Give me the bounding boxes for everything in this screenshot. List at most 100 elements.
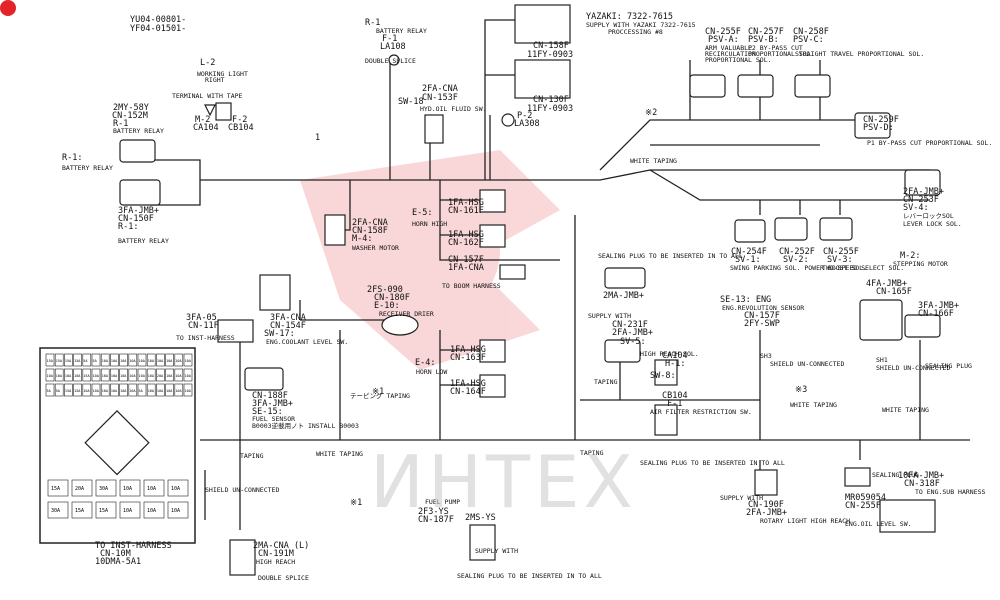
fuse-cell-lower bbox=[167, 501, 189, 519]
label-p2-bypass: P2 BY-PASS CUT bbox=[748, 44, 803, 52]
label-p1-bypass: P1 BY-PASS CUT PROPORTIONAL SOL. bbox=[867, 139, 992, 147]
label-sw8: SW-8: bbox=[650, 371, 676, 381]
label-swing-parking: SWING PARKING SOL. POWER BOOST SOL. bbox=[730, 264, 867, 272]
label-psv-c: PSV-C: bbox=[793, 35, 824, 45]
label-hyd-oil: HYD.OIL FLUID SW. bbox=[420, 105, 487, 113]
label-sealing-plug-e: SEALING PLUG bbox=[872, 471, 919, 479]
label-cn254f: CN-254F bbox=[731, 247, 767, 257]
label-cb104a: CB104 bbox=[228, 123, 254, 133]
fuse-cell bbox=[146, 368, 156, 382]
label-fa3-cna: 3FA-CNA bbox=[270, 313, 306, 323]
fuse-rating: 10A bbox=[166, 374, 173, 378]
fuse-cell bbox=[165, 353, 174, 367]
label-ca104a: CA104 bbox=[193, 123, 219, 133]
label-p2: P-2 bbox=[517, 111, 532, 121]
label-cn187f: CN-187F bbox=[418, 515, 454, 525]
label-coolant: ENG.COOLANT LEVEL SW. bbox=[266, 338, 348, 346]
label-washer-motor: WASHER MOTOR bbox=[352, 244, 399, 252]
label-fa2-jmb-b: 2FA-JMB+ bbox=[612, 328, 653, 338]
label-fa2-jmb-c: 2FA-JMB+ bbox=[746, 508, 787, 518]
fuse-cell bbox=[73, 368, 82, 382]
fuse-rating: 5A bbox=[83, 359, 88, 363]
label-shield-uncon-c: SHIELD UN-CONNECTED bbox=[205, 486, 279, 494]
label-supply-with-b: SUPPLY WITH bbox=[475, 547, 518, 555]
fuse-rating: 15A bbox=[74, 359, 81, 363]
fuse-cell bbox=[128, 383, 138, 397]
fuse-rating-lower: 10A bbox=[147, 486, 156, 492]
label-prop-sol-a: PROPORTIONAL SOL. bbox=[705, 56, 772, 64]
label-double-splice-b: DOUBLE SPLICE bbox=[258, 574, 309, 582]
fuse-rating-lower: 10A bbox=[171, 486, 180, 492]
label-high-reach-b: HIGH REACH bbox=[256, 558, 295, 566]
label-cn165f: CN-165F bbox=[876, 287, 912, 297]
fuse-rating: 10A bbox=[120, 374, 127, 378]
fuse-cell bbox=[73, 383, 82, 397]
label-two-speed: TWO-SPEED SELECT SOL. bbox=[822, 264, 904, 272]
label-cn252f: CN-252F bbox=[779, 247, 815, 257]
fuse-rating: 5A bbox=[139, 389, 144, 393]
label-f2: F-2 bbox=[232, 115, 247, 125]
label-fa1-162: 1FA-HSG bbox=[448, 230, 484, 240]
fuse-rating-lower: 10A bbox=[171, 508, 180, 514]
fuse-rating: 10A bbox=[185, 389, 192, 393]
label-battery-relay-lower: BATTERY RELAY bbox=[118, 237, 169, 245]
fuse-cell bbox=[165, 383, 174, 397]
label-sealing-plug: SEALING PLUG TO BE INSERTED IN TO ALL bbox=[598, 252, 743, 260]
fuse-rating: 10A bbox=[111, 374, 118, 378]
label-arm-valuable: ARM VALUABLE bbox=[705, 44, 752, 52]
fuse-rating: 10A bbox=[102, 359, 109, 363]
fuse-cell bbox=[100, 353, 110, 367]
label-ref1a: ※1 bbox=[372, 387, 384, 397]
fuse-cell bbox=[165, 368, 174, 382]
fuse-rating: 10A bbox=[157, 389, 164, 393]
fuse-rating-lower: 15A bbox=[99, 508, 108, 514]
label-sw18: SW-18 bbox=[398, 97, 424, 107]
fuse-rating: 10A bbox=[185, 359, 192, 363]
label-psv-d: PSV-D: bbox=[863, 123, 894, 133]
label-fuel-pump: FUEL PUMP bbox=[425, 498, 460, 506]
label-fa4-jmb: 4FA-JMB+ bbox=[866, 279, 907, 289]
fuse-cell bbox=[119, 383, 128, 397]
label-fa1-164: 1FA-HSG bbox=[450, 379, 486, 389]
fuse-cell bbox=[91, 353, 101, 367]
fuse-cell bbox=[156, 383, 165, 397]
fuse-cell bbox=[54, 353, 64, 367]
label-cn163f: CN-163F bbox=[450, 353, 486, 363]
fuse-rating: 15A bbox=[74, 389, 81, 393]
label-cn259f: CN-259F bbox=[863, 115, 899, 125]
fuse-rating: 10A bbox=[129, 389, 136, 393]
fuse-cell bbox=[54, 383, 64, 397]
label-eng-rev: ENG.REVOLUTION SENSOR bbox=[722, 304, 804, 312]
fuse-rating: 10A bbox=[166, 359, 173, 363]
fuse-rating: 15A bbox=[65, 389, 72, 393]
label-fy0903a: 11FY-0903 bbox=[527, 50, 573, 60]
label-ca104b: CA104 bbox=[662, 351, 688, 361]
fuse-cell-lower bbox=[167, 479, 189, 497]
fuse-cell-lower bbox=[119, 479, 141, 497]
label-r1-left: R-1: bbox=[62, 153, 82, 163]
fuse-rating: 5A bbox=[56, 389, 61, 393]
corner-badge bbox=[0, 0, 16, 16]
label-white-taping-right: WHITE TAPING bbox=[882, 406, 929, 414]
label-ma2-cna: 2MA-CNA (L) bbox=[253, 541, 309, 551]
label-cn161f: CN-161F bbox=[448, 206, 484, 216]
fuse-rating: 10A bbox=[175, 359, 182, 363]
fuse-cell-lower bbox=[71, 479, 93, 497]
label-fuel-sensor: FUEL SENSOR bbox=[252, 415, 295, 423]
label-r1-mid: R-1 bbox=[113, 119, 128, 129]
label-cn154f: CN-154F bbox=[270, 321, 306, 331]
fuse-rating: 10A bbox=[65, 374, 72, 378]
fuse-rating: 10A bbox=[139, 359, 146, 363]
fuse-rating: 15A bbox=[83, 374, 90, 378]
label-cn130f: CN-130F bbox=[533, 95, 569, 105]
label-cn157f-b: CN-157F bbox=[744, 311, 780, 321]
fuse-rating: 10A bbox=[175, 374, 182, 378]
fuse-rating: 15A bbox=[56, 359, 63, 363]
label-fa2-cna-158: 2FA-CNA bbox=[352, 218, 388, 228]
fuse-cell bbox=[128, 353, 138, 367]
fuse-rating: 10A bbox=[93, 389, 100, 393]
fuse-cell-lower bbox=[95, 501, 117, 519]
fuse-rating: 10A bbox=[148, 389, 155, 393]
label-to-inst-b: TO INST-HARNESS bbox=[95, 541, 172, 551]
fuse-cell bbox=[119, 368, 128, 382]
